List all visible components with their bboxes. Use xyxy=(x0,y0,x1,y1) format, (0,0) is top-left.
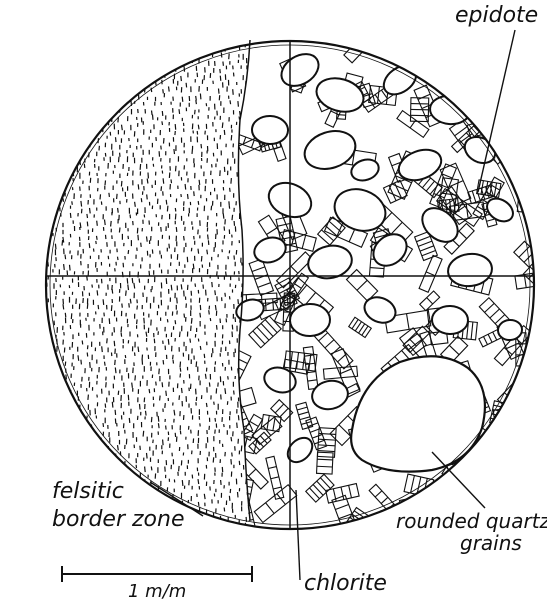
epidote-leader xyxy=(478,30,515,192)
quartz-grain xyxy=(252,115,289,144)
quartz-grain xyxy=(432,305,469,334)
scale-bar xyxy=(62,566,252,582)
quartz-grain xyxy=(361,293,400,328)
label-chlorite: chlorite xyxy=(304,571,387,596)
quartz-grain xyxy=(416,201,465,248)
quartz-grain xyxy=(289,303,330,336)
felsitic-zone-texture xyxy=(46,44,262,536)
label-border-zone: border zone xyxy=(52,507,185,532)
quartz-grain xyxy=(309,378,350,413)
quartz-grain xyxy=(497,319,523,341)
quartz-grain xyxy=(300,125,361,175)
chlorite-leader xyxy=(296,490,300,580)
label-scale: 1 m/m xyxy=(128,581,186,601)
quartz-grain xyxy=(446,251,494,288)
label-rounded-quartz: rounded quartz xyxy=(396,509,547,533)
label-grains: grains xyxy=(460,531,522,555)
label-felsitic: felsitic xyxy=(52,479,124,504)
label-epidote: epidote xyxy=(455,3,538,28)
quartz-grain xyxy=(395,144,446,185)
